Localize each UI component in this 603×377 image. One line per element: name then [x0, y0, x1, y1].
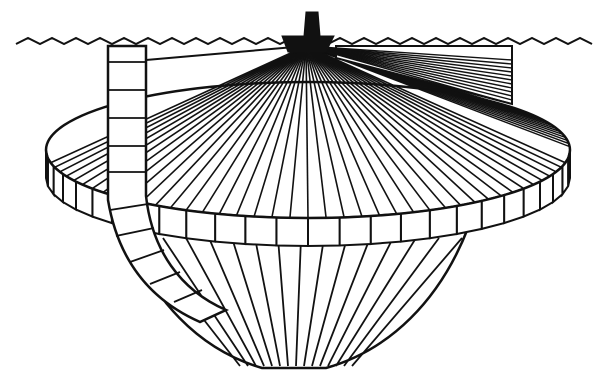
ring-segment — [276, 218, 308, 247]
ring-segment — [245, 216, 276, 246]
ship-icon — [282, 12, 334, 52]
ring-segment — [215, 214, 245, 244]
ship-superstructure — [304, 12, 320, 36]
beam-line — [186, 46, 306, 210]
ring-segment — [371, 214, 401, 244]
ring-segment — [340, 216, 371, 246]
ship-hull — [282, 36, 334, 52]
ring-segment — [186, 210, 215, 241]
ring-segment — [308, 218, 340, 247]
ring-segment — [401, 210, 430, 241]
beam-line — [306, 46, 308, 218]
beam-line — [66, 46, 306, 176]
beam-line — [127, 46, 306, 199]
beam-line — [170, 46, 306, 208]
